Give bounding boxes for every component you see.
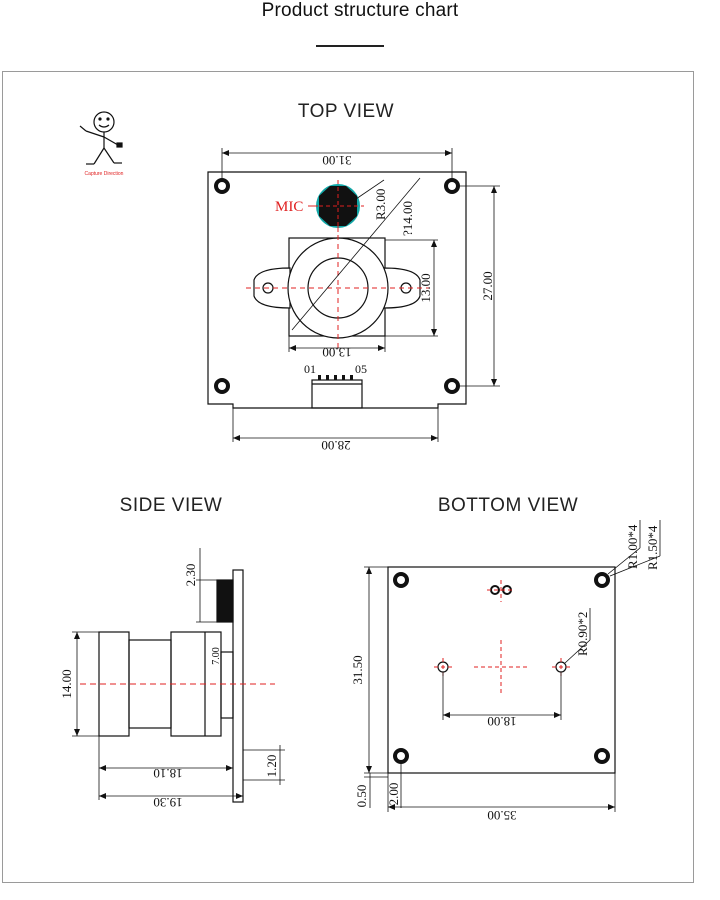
bottom-dim-offset: 2.00 xyxy=(386,783,401,806)
bottom-dim-width: 35.00 xyxy=(487,808,516,823)
bottom-view-mounting-holes xyxy=(393,572,610,764)
connector-pin-first: 01 xyxy=(304,362,316,376)
bottom-view-centerlines xyxy=(434,580,570,694)
side-dim-inner: 7.00 xyxy=(211,647,222,665)
bottom-dim-r1: R1.00*4 xyxy=(625,524,640,569)
bottom-dim-height: 31.50 xyxy=(350,655,365,684)
mic-label: MIC xyxy=(275,199,303,215)
top-dim-lens-height: 13.00 xyxy=(418,273,433,302)
bottom-dim-small: 0.50 xyxy=(354,785,369,808)
logo-caption: Capture Direction xyxy=(85,171,124,177)
side-dim-board: 1.20 xyxy=(264,755,279,778)
diagram-frame xyxy=(2,71,694,883)
top-view-connector-pins xyxy=(318,375,353,380)
side-view-label: SIDE VIEW xyxy=(120,495,223,516)
top-dim-mic-radius: R3.00 xyxy=(373,189,388,220)
top-view-label: TOP VIEW xyxy=(298,101,394,122)
top-view-lens-centerlines xyxy=(246,226,430,352)
top-dim-lens-width: 13.00 xyxy=(322,345,351,360)
top-view-dimension-lines xyxy=(221,148,500,442)
bottom-view-small-holes xyxy=(437,585,567,673)
bottom-dim-hole-spacing: 18.00 xyxy=(487,714,516,729)
bottom-view-board xyxy=(387,566,616,774)
top-dim-hole-spacing-h: 28.00 xyxy=(321,438,350,453)
side-dim-length-inner: 18.10 xyxy=(153,766,182,781)
bottom-dim-r3: R0.90*2 xyxy=(575,612,590,656)
top-view-mounting-holes xyxy=(214,178,460,394)
bottom-dim-r2: R1.50*4 xyxy=(645,525,660,570)
bottom-view-label: BOTTOM VIEW xyxy=(438,495,578,516)
side-dim-length-total: 19.30 xyxy=(153,795,182,810)
side-dim-lens-height: 14.00 xyxy=(59,669,74,698)
side-dim-top: 2.30 xyxy=(183,564,198,587)
top-dim-width: 31.00 xyxy=(322,153,351,168)
top-view-mic xyxy=(312,180,364,232)
top-dim-lens-diameter: ?14.00 xyxy=(400,201,415,236)
top-dim-hole-spacing-v: 27.00 xyxy=(480,271,495,300)
page-title: Product structure chart xyxy=(261,0,459,21)
capture-direction-logo xyxy=(79,111,123,165)
connector-pin-last: 05 xyxy=(355,362,367,376)
side-view-dimension-lines xyxy=(72,548,285,800)
bottom-view-dimension-lines xyxy=(364,520,661,812)
title-underline xyxy=(316,45,384,47)
